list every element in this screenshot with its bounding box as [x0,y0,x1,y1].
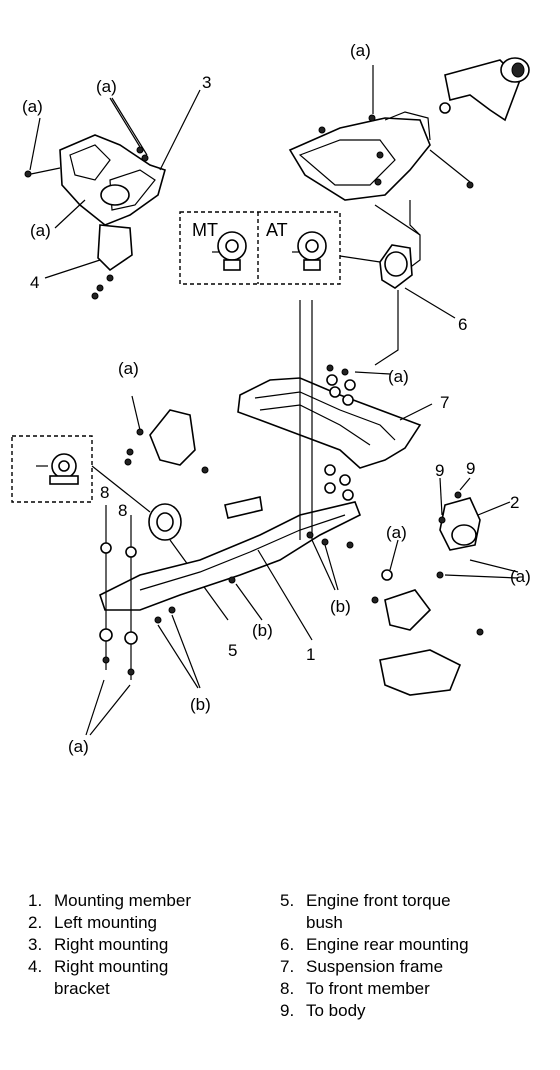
callout-b-1: (b) [252,621,273,640]
callout-6: 6 [458,315,467,334]
callout-a-7: (a) [68,737,89,756]
legend-item: 9. To body [280,1000,530,1022]
mt-label: MT [192,220,218,240]
callout-1: 1 [306,645,315,664]
legend-number: 8. [280,979,295,998]
torque-bush-inset [11,435,151,513]
callout-a-8: (a) [386,523,407,542]
legend-left-column: 1. Mounting member 2. Left mounting 3. R… [28,890,278,1000]
center-bolts [299,300,354,591]
callout-b-3: (b) [190,695,211,714]
legend-item: 3. Right mounting [28,934,278,956]
legend-number: 6. [280,935,295,954]
callout-a-6: (a) [118,359,139,378]
callout-2: 2 [510,493,519,512]
legend-number: 9. [280,1001,295,1020]
callout-8-1: 8 [100,483,109,502]
callout-a-9: (a) [510,567,531,586]
legend-text: Suspension frame [306,957,444,976]
legend-text: Engine front torque bush [306,891,451,932]
callout-7: 7 [440,393,449,412]
callout-a-2: (a) [96,77,117,96]
mt-at-inset [179,211,381,285]
callout-3: 3 [202,73,211,92]
legend-text: Mounting member [54,891,192,910]
legend-text: Right mounting [54,935,169,954]
legend-text: To front member [306,979,430,998]
legend-text: To body [306,1001,366,1020]
callout-8-2: 8 [118,501,127,520]
suspension-frame [237,364,433,469]
callout-9-2: 9 [466,459,475,478]
legend-number: 4. [28,957,43,976]
legend-number: 1. [28,891,43,910]
front-member-bolts [85,505,201,736]
legend-text: Right mounting bracket [54,957,169,998]
engine-front-torque-bush [148,503,229,621]
callout-5: 5 [228,641,237,660]
legend-number: 2. [28,913,43,932]
callout-a-3: (a) [30,221,51,240]
callout-a-1: (a) [22,97,43,116]
legend-right-column: 5. Engine front torque bush 6. Engine re… [280,890,530,1022]
right-mounting-assembly [24,89,201,300]
left-mounting-assembly [371,477,519,696]
legend-item: 4. Right mounting bracket [28,956,278,1000]
callout-b-2: (b) [330,597,351,616]
legend-item: 2. Left mounting [28,912,278,934]
legend-text: Left mounting [54,913,158,932]
callout-a-4: (a) [350,41,371,60]
mounting-member [99,496,362,641]
legend-number: 5. [280,891,295,910]
legend-item: 7. Suspension frame [280,956,530,978]
legend-text: Engine rear mounting [306,935,469,954]
callout-4: 4 [30,273,39,292]
legend-item: 5. Engine front torque bush [280,890,530,934]
callout-9-1: 9 [435,461,444,480]
legend-number: 3. [28,935,43,954]
parts-legend: 1. Mounting member 2. Left mounting 3. R… [0,890,560,1040]
engine-front-bracket [124,395,209,474]
engine-rear-mounting [374,244,456,366]
callout-a-5: (a) [388,367,409,386]
exploded-diagram: (a) (a) 3 (a) 4 (a) MT AT [11,41,531,756]
legend-number: 7. [280,957,295,976]
legend-item: 1. Mounting member [28,890,278,912]
at-label: AT [266,220,288,240]
legend-item: 8. To front member [280,978,530,1000]
legend-item: 6. Engine rear mounting [280,934,530,956]
